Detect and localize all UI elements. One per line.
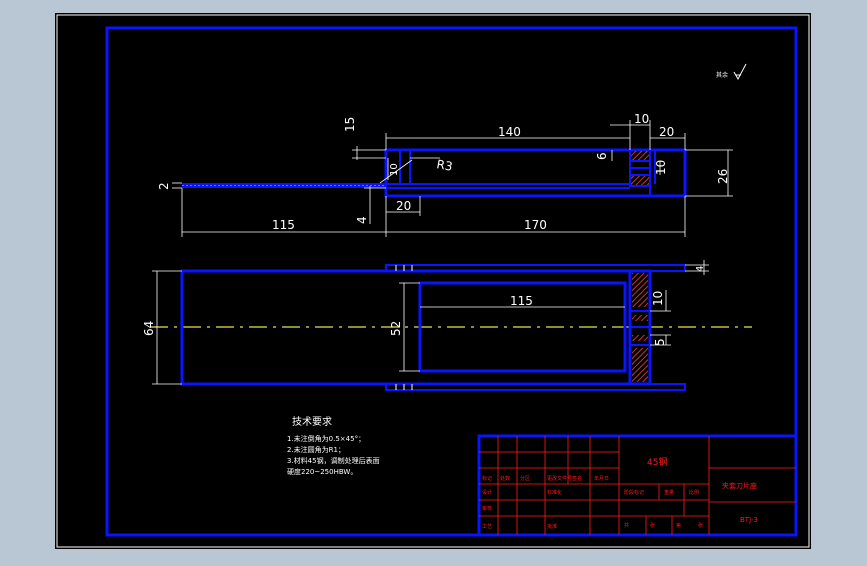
dim-115-left: 115 <box>272 218 295 232</box>
tech-line-1: 1.未注倒角为0.5×45°； <box>287 434 365 443</box>
tb-label-weight: 重量 <box>664 489 674 496</box>
tb-label-mark: 标记 <box>482 475 492 482</box>
dim-2: 2 <box>157 182 171 190</box>
tb-label-process: 工艺 <box>482 524 492 530</box>
tb-label-design: 设计 <box>482 489 492 496</box>
tech-line-3: 3.材料45钢，调制处理后表面 <box>287 456 380 465</box>
front-view-dim-text: 140 10 20 6 10 26 15 R3 10 2 4 20 115 17… <box>157 112 730 232</box>
tb-label-change: 更改文件号 <box>547 475 572 482</box>
top-view-window <box>418 281 627 373</box>
tb-label-sign: 签名 <box>572 475 582 482</box>
hatch-top <box>629 149 651 162</box>
tech-line-4: 硬度220~250HBW。 <box>287 467 357 476</box>
dim-26: 26 <box>716 169 730 184</box>
dim-115-inner: 115 <box>510 294 533 308</box>
tb-label-approve: 批准 <box>547 523 557 530</box>
technical-requirements: 技术要求 1.未注倒角为0.5×45°； 2.未注圆角为R1； 3.材料45钢，… <box>287 415 380 476</box>
front-view-dimensions <box>172 120 733 237</box>
tb-part-name: 夹套刀片座 <box>722 481 757 490</box>
dim-170: 170 <box>524 218 547 232</box>
top-view <box>150 264 752 391</box>
tb-label-standard: 标准化 <box>547 489 562 496</box>
top-hatch-3 <box>632 335 648 341</box>
dim-4-right: 4 <box>695 266 706 272</box>
tech-line-2: 2.未注圆角为R1； <box>287 445 345 454</box>
dim-64: 64 <box>142 321 156 336</box>
tb-label-total: 共 <box>624 522 629 529</box>
title-block: 标记 处数 分区 更改文件号 签名 年月日 设计 标准化 审核 工艺 批准 阶段… <box>477 434 798 537</box>
svg-text:其余: 其余 <box>716 71 728 79</box>
drawing-sheet <box>55 13 811 549</box>
tb-label-no: 第 <box>676 522 681 529</box>
front-view <box>182 148 687 198</box>
tb-label-review: 审核 <box>482 505 492 512</box>
tech-title: 技术要求 <box>292 415 332 428</box>
tb-material: 45钢 <box>647 456 667 468</box>
top-view-dimensions <box>152 260 709 385</box>
top-hatch-1 <box>632 273 648 307</box>
dim-20-bottom: 20 <box>396 199 411 213</box>
dim-15: 15 <box>343 117 357 132</box>
hatch-bottom <box>629 174 651 187</box>
tb-drawing-no: BTJ-3 <box>740 516 758 524</box>
dim-4: 4 <box>355 216 369 224</box>
dim-10-right: 10 <box>651 291 665 306</box>
tb-label-zone: 分区 <box>520 475 530 482</box>
tb-label-date: 年月日 <box>594 475 609 482</box>
roughness-symbol: 其余 <box>716 63 747 81</box>
dim-52: 52 <box>389 321 403 336</box>
sheet-border <box>56 14 810 548</box>
dim-10-side: 10 <box>654 160 668 175</box>
tb-label-scale: 比例 <box>689 489 699 496</box>
top-hatch-4 <box>632 348 648 382</box>
top-view-dim-text: 64 52 115 4 10 5 <box>142 266 706 346</box>
tb-label-stage: 阶段标记 <box>624 489 644 496</box>
dim-6: 6 <box>595 152 609 160</box>
tb-label-sheets: 张 <box>650 522 655 529</box>
tb-label-sheet: 张 <box>698 522 703 529</box>
dim-r3: R3 <box>435 157 453 174</box>
tb-label-count: 处数 <box>500 475 510 482</box>
top-hatch-2 <box>632 315 648 321</box>
drawing-frame <box>105 26 798 537</box>
dim-20-top: 20 <box>659 125 674 139</box>
dim-140: 140 <box>498 125 521 139</box>
dim-10-small: 10 <box>389 163 400 176</box>
dim-5-right: 5 <box>653 338 667 346</box>
dim-10-top: 10 <box>634 112 649 126</box>
